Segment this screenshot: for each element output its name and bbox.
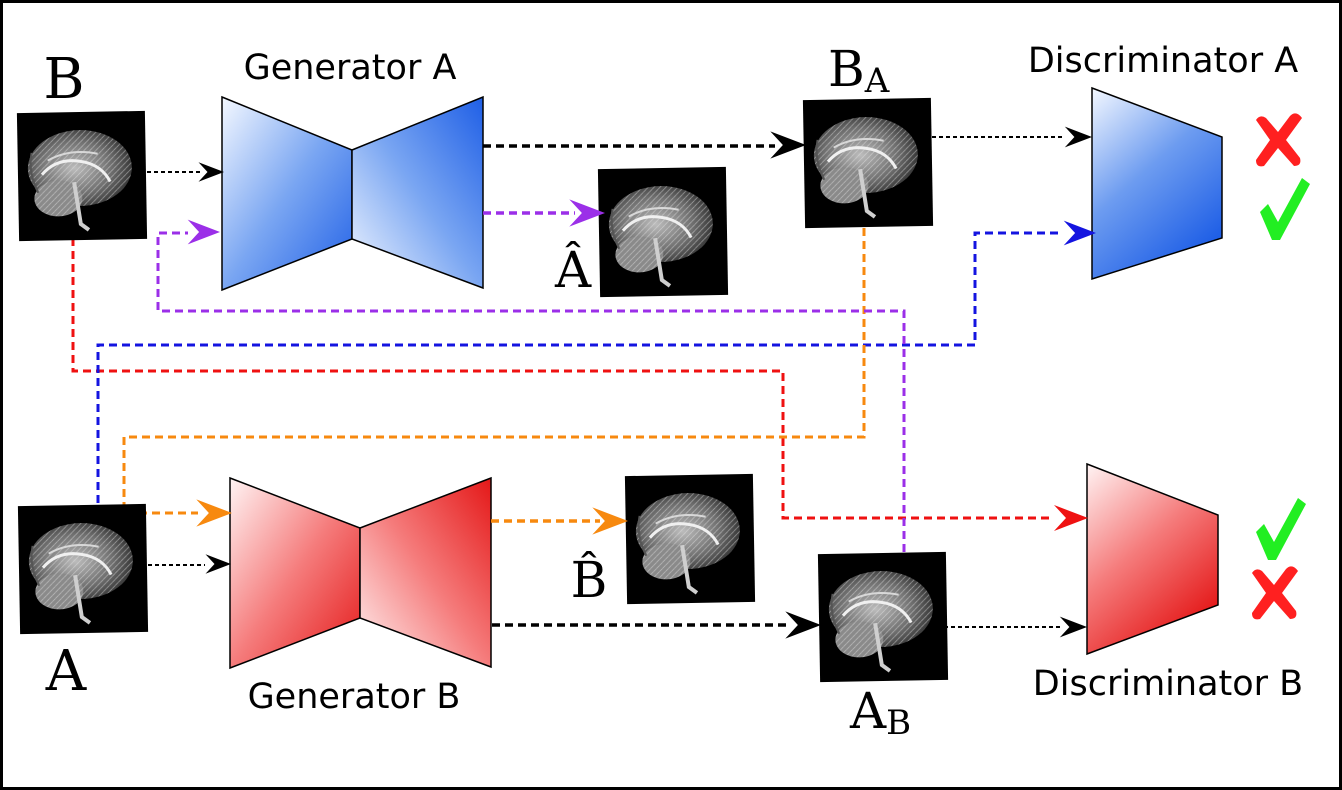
image-recon-a [595,164,731,300]
check-icon [1256,498,1306,560]
image-a-input [15,501,151,637]
input-a-label: A [45,639,87,704]
discriminator-b [1086,462,1219,656]
image-fake-b [800,95,936,231]
recon-b-label: B̂ [571,550,608,609]
cross-icon [1256,113,1302,167]
route-red [71,238,1050,520]
discriminator-b-label: Discriminator B [1033,664,1303,704]
fake-a-base: A [849,682,887,740]
fake-a-subscript: B [886,703,911,743]
route-purple [156,231,906,552]
generator-b-label: Generator B [248,677,461,717]
discriminator-a-label: Discriminator A [1028,41,1298,81]
fake-b-subscript: A [864,61,890,101]
fake-a-label: AB [849,682,911,743]
fake-b-base: B [828,40,865,98]
route-orange [122,228,866,515]
recon-a-label: Â [554,240,592,299]
generator-a-label: Generator A [244,48,457,88]
check-icon [1260,178,1310,240]
image-recon-b [622,471,758,607]
image-fake-a [815,549,951,685]
cross-icon [1252,566,1298,620]
route-blue [96,231,1058,503]
fake-b-label: BA [828,40,890,101]
generator-a [221,95,484,292]
generator-b [229,476,492,670]
input-b-label: B [43,47,84,112]
discriminator-a [1091,86,1223,281]
image-b-input [14,108,150,244]
